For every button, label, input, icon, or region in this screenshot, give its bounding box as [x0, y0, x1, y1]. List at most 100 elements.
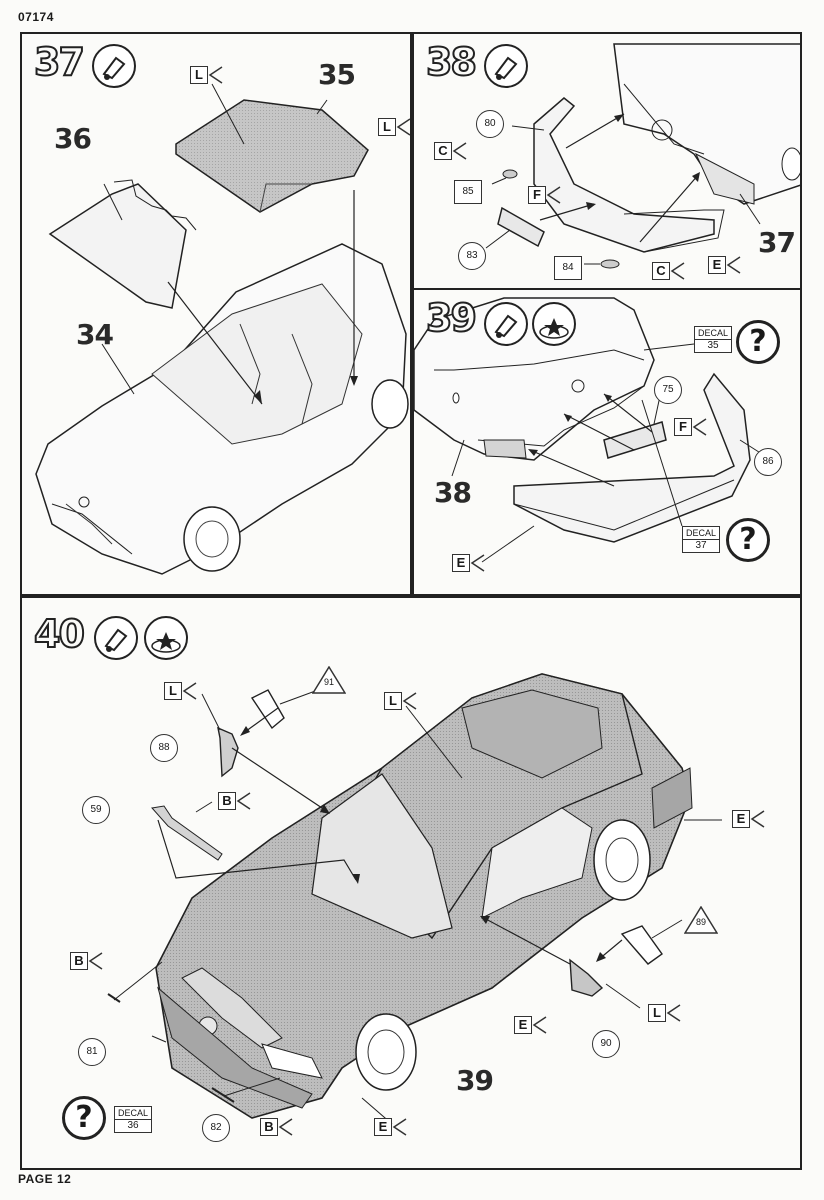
sheet-code: 07174: [18, 10, 54, 24]
sprue-tag: F: [674, 418, 708, 436]
tag-arrow-icon: [396, 118, 410, 136]
paint-decal-icon: [532, 302, 576, 346]
tag-arrow-icon: [208, 66, 224, 84]
sprue-letter: E: [708, 256, 726, 274]
decal-reference-36: DECAL 36: [114, 1106, 152, 1133]
callout-90: 90: [592, 1030, 620, 1058]
tag-arrow-icon: [88, 952, 104, 970]
callout-91: 91: [312, 666, 346, 694]
step-38-illustration: [485, 43, 800, 269]
tag-arrow-icon: [278, 1118, 294, 1136]
sprue-letter: B: [70, 952, 88, 970]
sprue-tag: E: [452, 554, 486, 572]
glue-tube-icon: [92, 44, 136, 88]
callout-59: 59: [82, 796, 110, 824]
callout-85: 85: [454, 180, 482, 204]
sprue-letter: B: [260, 1118, 278, 1136]
sprue-letter: C: [652, 262, 670, 280]
decal-reference-37: DECAL 37: [682, 526, 720, 553]
decal-reference-35: DECAL 35: [694, 326, 732, 353]
callout-86: 86: [754, 448, 782, 476]
glue-tube-icon: [484, 302, 528, 346]
tag-arrow-icon: [750, 810, 766, 828]
step-40-illustration: [107, 673, 722, 1125]
callout-89-label: 89: [695, 917, 706, 927]
sprue-tag: B: [70, 952, 104, 970]
tag-arrow-icon: [182, 682, 198, 700]
step-37-illustration: [35, 83, 409, 575]
sprue-letter: C: [434, 142, 452, 160]
paint-decal-icon: [144, 616, 188, 660]
decal-number: 37: [683, 539, 719, 552]
help-question-icon: ?: [726, 518, 770, 562]
sprue-letter: F: [528, 186, 546, 204]
help-question-icon: ?: [62, 1096, 106, 1140]
sprue-letter: B: [218, 792, 236, 810]
step-39-illustration: [414, 297, 763, 563]
step-number: 37: [33, 39, 86, 85]
callout-80: 80: [476, 110, 504, 138]
sprue-letter: E: [514, 1016, 532, 1034]
sprue-letter: E: [452, 554, 470, 572]
sprue-letter: L: [378, 118, 396, 136]
sprue-tag: E: [374, 1118, 408, 1136]
sprue-letter: E: [732, 810, 750, 828]
tag-arrow-icon: [532, 1016, 548, 1034]
sprue-tag: E: [514, 1016, 548, 1034]
tag-arrow-icon: [692, 418, 708, 436]
part-number-35: 35: [318, 58, 356, 91]
callout-82: 82: [202, 1114, 230, 1142]
callout-84: 84: [554, 256, 582, 280]
glue-tube-icon: [94, 616, 138, 660]
tag-arrow-icon: [666, 1004, 682, 1022]
sprue-tag: E: [708, 256, 742, 274]
tag-arrow-icon: [392, 1118, 408, 1136]
sprue-letter: F: [674, 418, 692, 436]
sprue-tag: L: [378, 118, 410, 136]
step-40-panel: 40 91 89 88 59 81 90 82 39 L L B E B E: [20, 596, 802, 1170]
callout-75: 75: [654, 376, 682, 404]
sprue-letter: E: [374, 1118, 392, 1136]
sprue-letter: L: [648, 1004, 666, 1022]
tag-arrow-icon: [726, 256, 742, 274]
step-number: 40: [33, 611, 86, 657]
part-number-37: 37: [758, 226, 796, 259]
sprue-tag: B: [218, 792, 252, 810]
callout-83: 83: [458, 242, 486, 270]
sprue-tag: L: [164, 682, 198, 700]
decal-number: 36: [115, 1119, 151, 1132]
sprue-tag: C: [434, 142, 468, 160]
tag-arrow-icon: [452, 142, 468, 160]
step-37-panel: 37 35 36 34 L L: [20, 32, 412, 596]
tag-arrow-icon: [670, 262, 686, 280]
sprue-tag: L: [384, 692, 418, 710]
part-number-34: 34: [76, 318, 114, 351]
callout-91-label: 91: [323, 677, 334, 687]
decal-number: 35: [695, 339, 731, 352]
decal-label: DECAL: [685, 528, 716, 538]
part-number-38: 38: [434, 476, 472, 509]
sprue-letter: L: [164, 682, 182, 700]
step-38-panel: 38 80 85 83 84 37 C F C E: [412, 32, 802, 290]
tag-arrow-icon: [546, 186, 562, 204]
sprue-tag: C: [652, 262, 686, 280]
tag-arrow-icon: [470, 554, 486, 572]
sprue-tag: L: [648, 1004, 682, 1022]
decal-label: DECAL: [117, 1108, 148, 1118]
step-39-panel: 39 DECAL 35 ? 75 86 38 DECAL 37 ? F E: [412, 288, 802, 596]
callout-88: 88: [150, 734, 178, 762]
glue-tube-icon: [484, 44, 528, 88]
step-number: 39: [425, 295, 478, 341]
sprue-tag: B: [260, 1118, 294, 1136]
sprue-letter: L: [190, 66, 208, 84]
sprue-tag: F: [528, 186, 562, 204]
part-number-39: 39: [456, 1064, 494, 1097]
sprue-tag: E: [732, 810, 766, 828]
part-number-36: 36: [54, 122, 92, 155]
tag-arrow-icon: [402, 692, 418, 710]
step-number: 38: [425, 39, 478, 85]
page-number: PAGE 12: [18, 1172, 72, 1186]
callout-89: 89: [684, 906, 718, 934]
decal-label: DECAL: [697, 328, 728, 338]
tag-arrow-icon: [236, 792, 252, 810]
